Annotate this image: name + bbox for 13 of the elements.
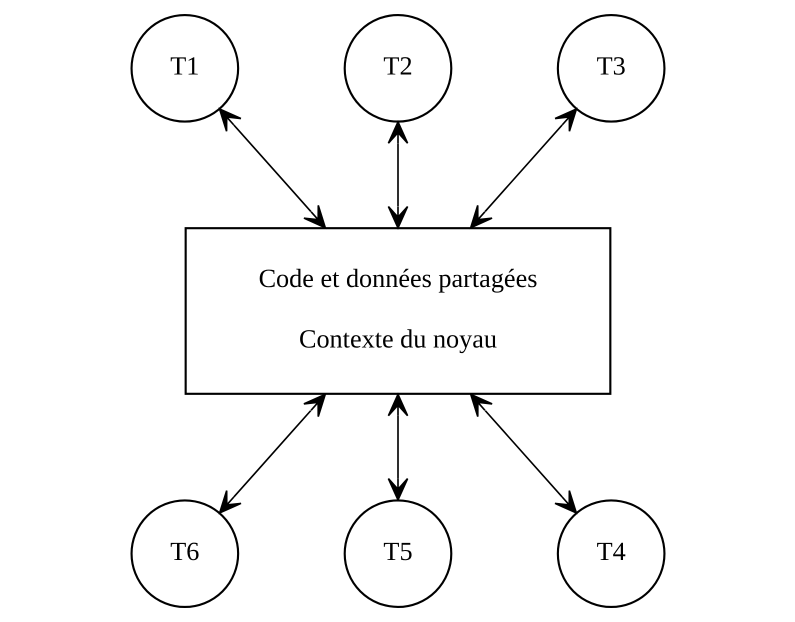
arrow [387,394,408,501]
arrow [218,394,326,514]
node-box: Code et données partagées Contexte du noyau [184,227,611,395]
arrow [469,394,577,514]
node-circle: T6 [130,499,239,608]
node-circle: T2 [343,14,452,123]
node-circle: T4 [556,499,665,608]
node-circle: T1 [130,14,239,123]
arrow [387,121,408,229]
node-circle: T5 [343,499,452,608]
arrow [218,108,326,229]
node-circle: T3 [556,14,665,123]
arrow [469,108,577,229]
